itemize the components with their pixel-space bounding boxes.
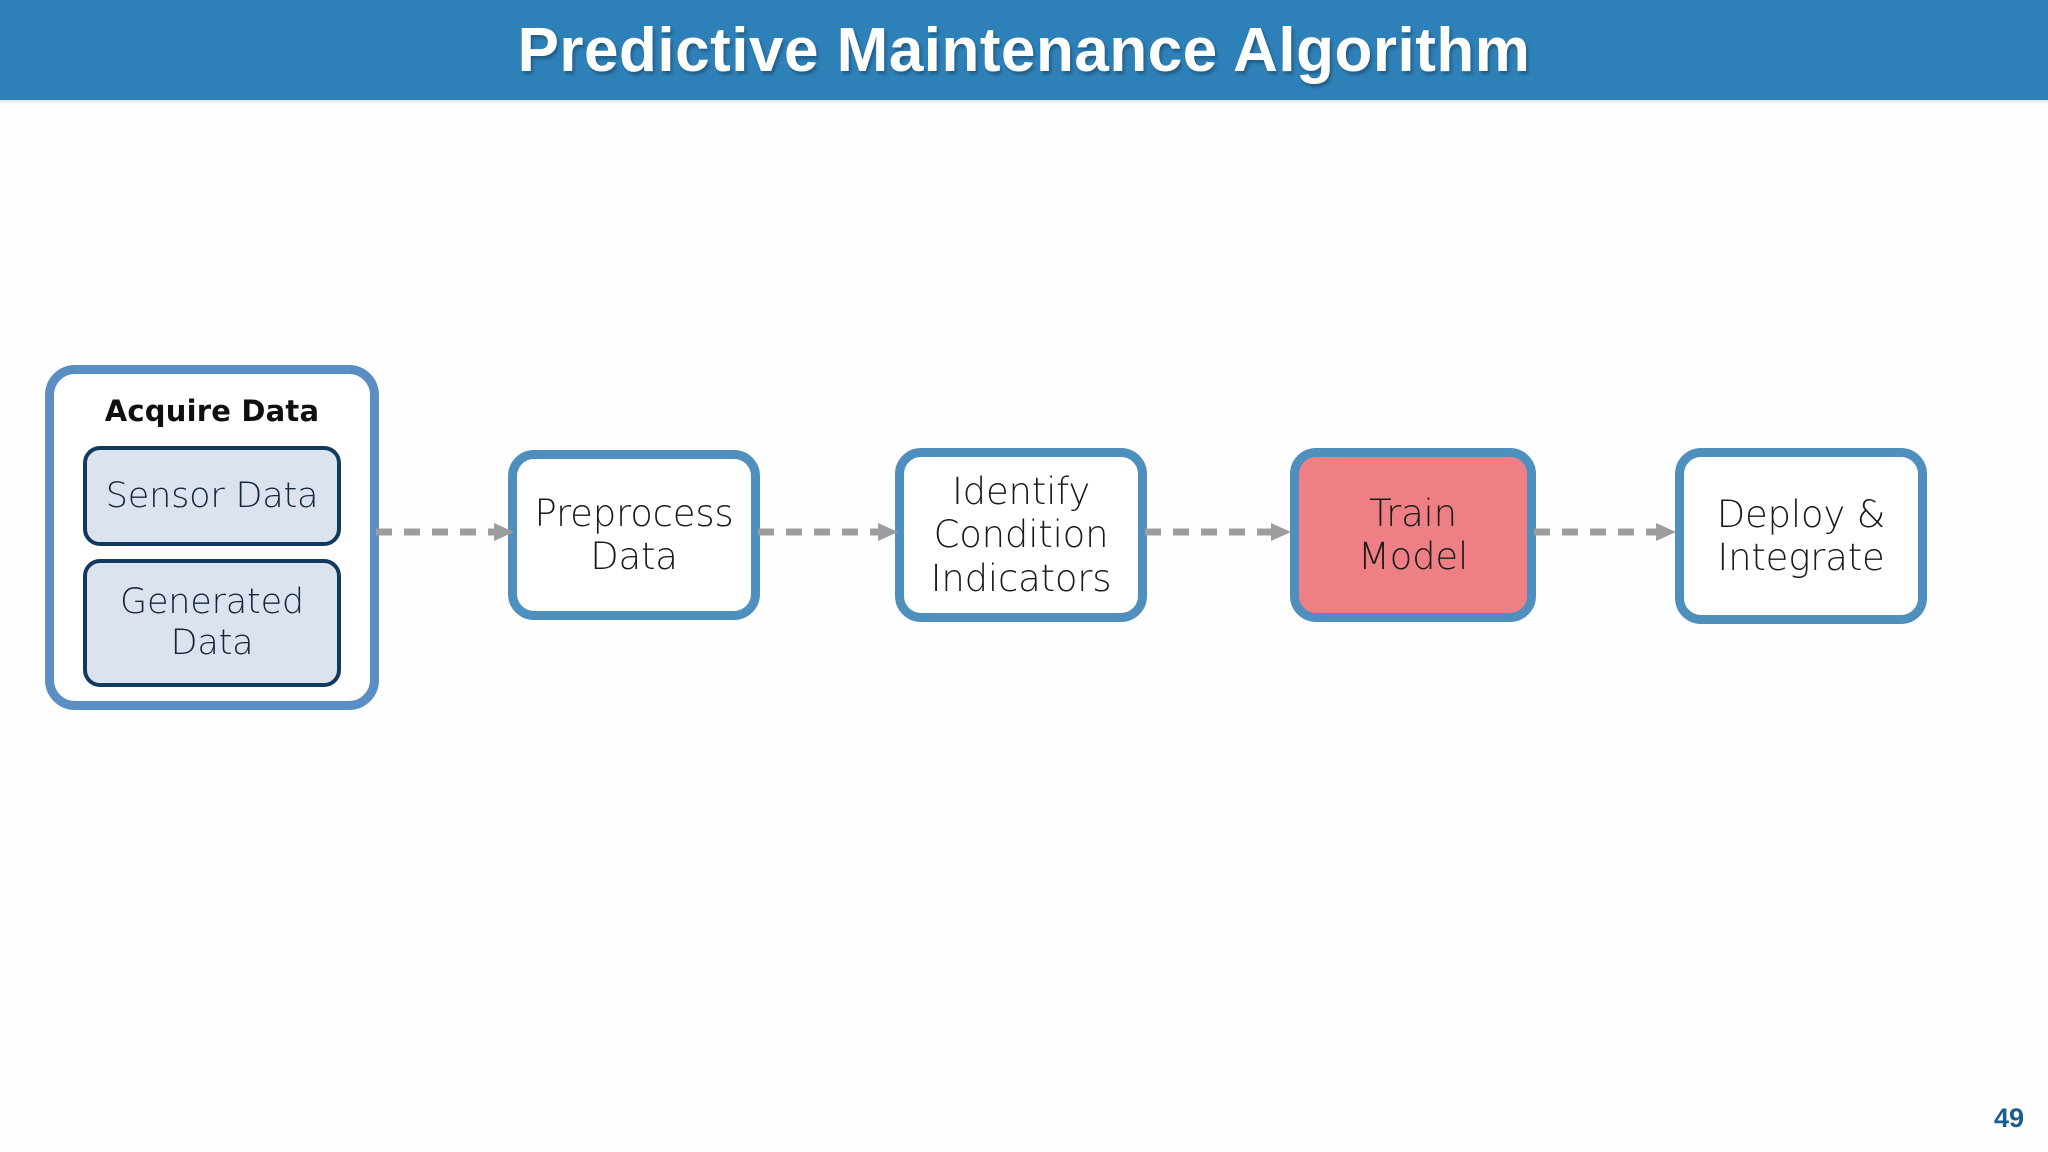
train-model-label: Train Model bbox=[1357, 491, 1469, 578]
page-title: Predictive Maintenance Algorithm bbox=[517, 15, 1531, 85]
deploy-integrate-node[interactable]: Deploy & Integrate bbox=[1675, 448, 1927, 624]
connector-train-to-deploy bbox=[1534, 523, 1676, 541]
acquire-data-group-title: Acquire Data bbox=[104, 394, 320, 428]
train-model-node[interactable]: Train Model bbox=[1290, 448, 1536, 622]
connector-acquire-to-preprocess bbox=[376, 523, 514, 541]
preprocess-data-node[interactable]: Preprocess Data bbox=[508, 450, 760, 620]
identify-condition-indicators-label: Identify Condition Indicators bbox=[930, 470, 1112, 600]
process-flow-diagram: Acquire Data Sensor Data Generated Data … bbox=[0, 100, 2048, 1152]
sensor-data-label: Sensor Data bbox=[105, 475, 319, 516]
sensor-data-node[interactable]: Sensor Data bbox=[83, 446, 341, 546]
acquire-data-group[interactable]: Acquire Data Sensor Data Generated Data bbox=[45, 365, 379, 710]
connector-identify-to-train bbox=[1145, 523, 1291, 541]
page-number: 49 bbox=[1993, 1103, 2024, 1133]
preprocess-data-label: Preprocess Data bbox=[534, 491, 734, 578]
slide-title-banner: Predictive Maintenance Algorithm bbox=[0, 0, 2048, 100]
deploy-integrate-label: Deploy & Integrate bbox=[1716, 492, 1886, 579]
connector-preprocess-to-identify bbox=[758, 523, 898, 541]
generated-data-label: Generated Data bbox=[120, 582, 304, 663]
identify-condition-indicators-node[interactable]: Identify Condition Indicators bbox=[895, 448, 1147, 622]
generated-data-node[interactable]: Generated Data bbox=[83, 559, 341, 687]
